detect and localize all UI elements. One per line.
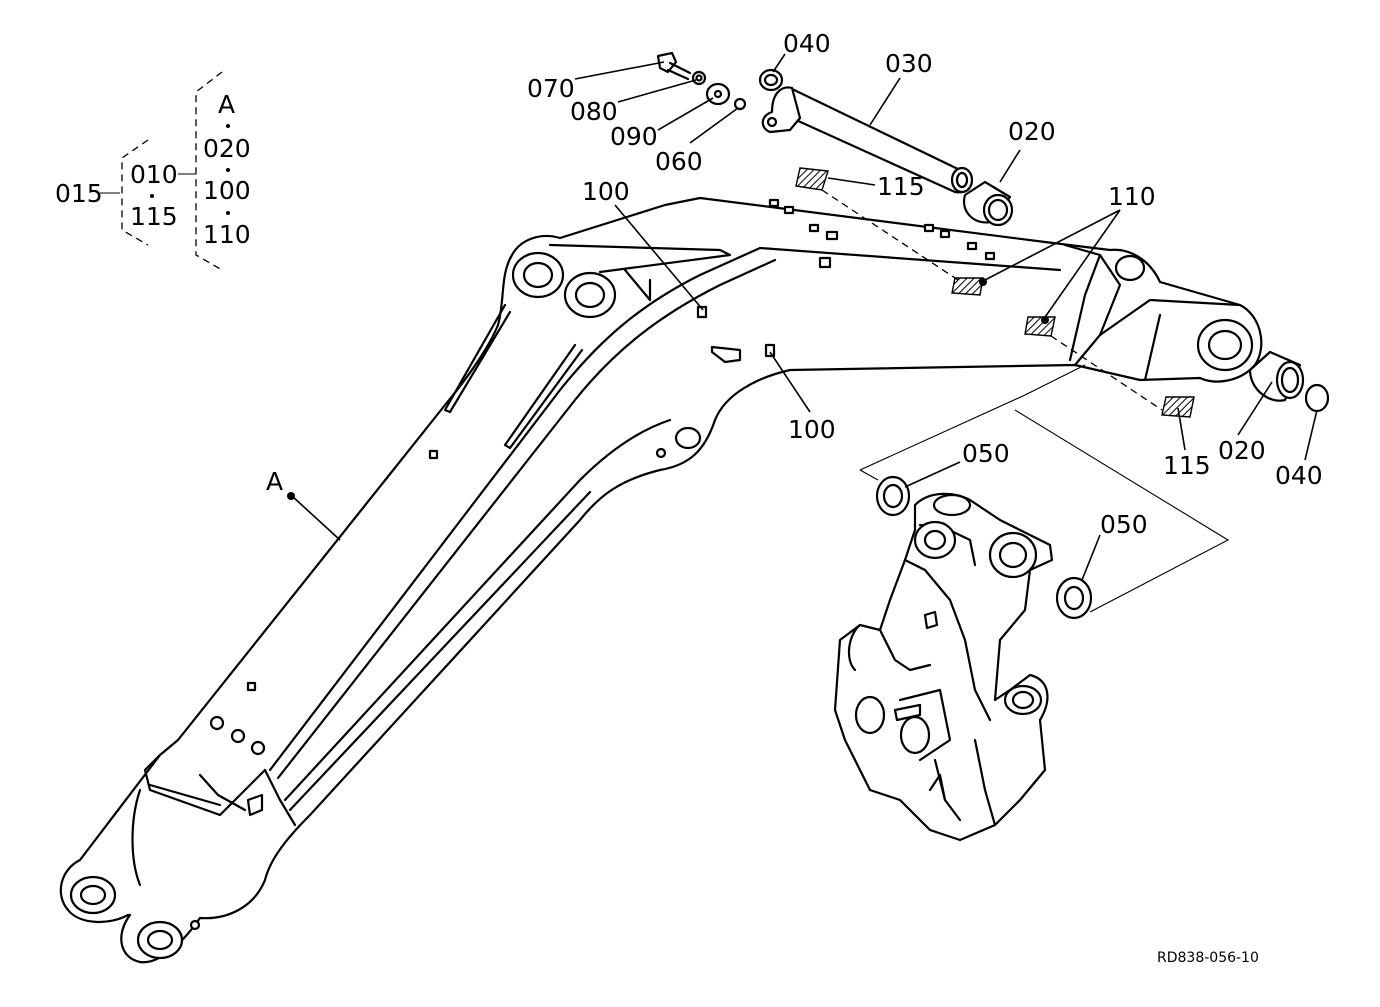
callout-050-left: 050: [962, 439, 1010, 468]
callout-070: 070: [527, 74, 575, 103]
shims-050: [859, 364, 1230, 620]
callout-080: 080: [570, 97, 618, 126]
decal-115-right: [1161, 396, 1195, 418]
callout-100-top: 100: [582, 177, 630, 206]
callout-020-right: 020: [1218, 436, 1266, 465]
bolt-070: [656, 51, 678, 74]
decals: [795, 167, 1195, 418]
assembly-tree: 015 010 115 A 020 100 110: [55, 71, 251, 271]
swing-bracket: [833, 492, 1054, 842]
leader-lines: [287, 53, 1318, 581]
tree-010: 010: [130, 160, 178, 189]
cap-040-right: [1304, 383, 1330, 413]
decal-115-top: [795, 167, 829, 191]
callout-020-top: 020: [1008, 117, 1056, 146]
tree-110: 110: [203, 220, 251, 249]
grease-nipple-lower: [764, 343, 776, 358]
callout-A: A: [266, 467, 283, 496]
nut-060: [733, 97, 747, 111]
callout-090: 090: [610, 122, 658, 151]
tree-100: 100: [203, 176, 251, 205]
tree-020: 020: [203, 134, 251, 163]
callout-050-right: 050: [1100, 510, 1148, 539]
tree-115: 115: [130, 202, 178, 231]
callout-115-right: 115: [1163, 451, 1211, 480]
callouts: 070 080 090 060 040 030 020 115 110 100 …: [266, 29, 1323, 539]
callout-040-right: 040: [1275, 461, 1323, 490]
callout-030: 030: [885, 49, 933, 78]
decal-110: [1024, 316, 1056, 337]
boom-arm: [59, 196, 1263, 964]
callout-100-mid: 100: [788, 415, 836, 444]
callout-110: 110: [1108, 182, 1156, 211]
tree-A: A: [218, 90, 235, 119]
callout-060: 060: [655, 147, 703, 176]
callout-040-top: 040: [783, 29, 831, 58]
tree-015: 015: [55, 179, 103, 208]
grease-nipple-upper: [696, 305, 708, 319]
pin-assembly: [656, 51, 1014, 227]
right-pin-parts: [1248, 350, 1330, 413]
callout-115-top: 115: [877, 172, 925, 201]
decal-115-mid: [951, 277, 984, 296]
drawing-code: RD838-056-10: [1157, 950, 1259, 966]
